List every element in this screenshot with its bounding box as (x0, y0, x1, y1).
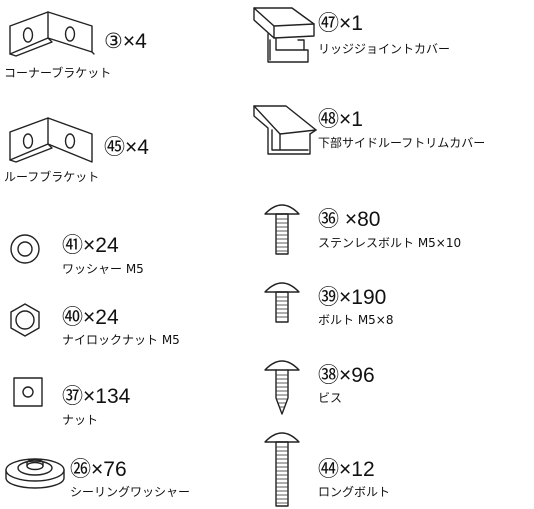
part-number: ㊽ (318, 108, 339, 131)
part-quantity: ×134 (83, 385, 131, 408)
part-number: ㊹ (318, 458, 339, 481)
part-name: ステンレスボルト M5×10 (318, 236, 462, 250)
part-quantity: ×12 (339, 458, 375, 481)
corner-bracket-icon (9, 11, 95, 57)
part-quantity: ×24 (83, 234, 119, 257)
part-quantity: ×80 (339, 208, 381, 231)
washer-icon (10, 234, 40, 264)
hex-nut-icon (10, 303, 40, 337)
part-name: ルーフブラケット (4, 170, 100, 184)
roof-bracket-icon (9, 117, 93, 163)
part-number: ㊳ (318, 364, 339, 387)
part-number: ㊱ (318, 208, 339, 231)
part-number: ㊵ (62, 306, 83, 329)
sealing-washer-icon (5, 458, 65, 489)
part-quantity: ×4 (122, 30, 147, 53)
part-name: ロングボルト (318, 485, 391, 499)
part-name: ナット (62, 413, 99, 427)
part-name: 下部サイドルーフトリムカバー (318, 136, 486, 150)
part-name: ビス (318, 391, 343, 405)
part-number: ㊴ (318, 286, 339, 309)
ridge-joint-cover-icon (253, 7, 315, 63)
bolt-icon (264, 282, 300, 323)
trim-cover-icon (253, 105, 317, 155)
screw-icon (264, 360, 300, 415)
part-number: ㊶ (62, 234, 83, 257)
stainless-bolt-icon (264, 204, 300, 255)
part-quantity: ×190 (339, 286, 387, 309)
part-quantity: ×4 (125, 136, 149, 159)
part-number: ㊲ (62, 385, 83, 408)
part-name: ボルト M5×8 (318, 313, 394, 327)
part-quantity: ×76 (91, 458, 127, 481)
square-nut-icon (13, 377, 43, 407)
part-number: ㉖ (70, 458, 91, 481)
part-name: シーリングワッシャー (70, 485, 191, 499)
part-quantity: ×24 (83, 306, 119, 329)
part-name: リッジジョイントカバー (318, 42, 451, 56)
part-quantity: ×1 (339, 12, 363, 35)
part-number: ㊼ (318, 12, 339, 35)
part-quantity: ×96 (339, 364, 375, 387)
part-name: ナイロックナット M5 (62, 333, 180, 347)
part-name: ワッシャー M5 (62, 262, 144, 276)
part-number: ③ (104, 30, 123, 53)
long-bolt-icon (264, 432, 300, 507)
part-name: コーナーブラケット (4, 66, 112, 80)
part-number: ㊺ (104, 136, 125, 159)
part-quantity: ×1 (339, 108, 363, 131)
